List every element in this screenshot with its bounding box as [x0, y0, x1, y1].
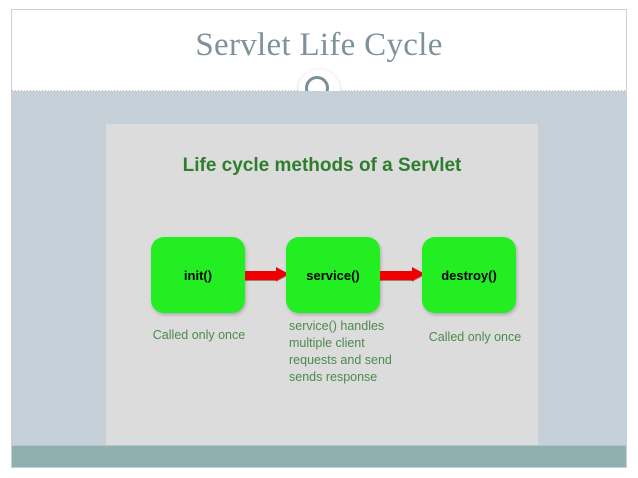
- node-destroy[interactable]: destroy(): [422, 237, 516, 313]
- node-destroy-label: destroy(): [441, 267, 497, 283]
- node-init-label: init(): [183, 267, 213, 283]
- arrow-service-to-destroy-icon: [380, 267, 425, 281]
- arrow-head: [276, 267, 289, 281]
- slide-footer-bar: [12, 445, 626, 467]
- page-title: Servlet Life Cycle: [195, 27, 443, 63]
- lifecycle-flow: init() service() destroy(): [106, 237, 538, 313]
- arrow-head: [412, 267, 425, 281]
- node-init[interactable]: init(): [151, 237, 245, 313]
- caption-init: Called only once: [152, 328, 246, 342]
- diagram-panel: Life cycle methods of a Servlet init() s…: [106, 124, 538, 449]
- diagram-heading: Life cycle methods of a Servlet: [182, 155, 462, 176]
- arrow-shaft: [245, 271, 277, 280]
- arrow-init-to-service-icon: [245, 267, 289, 281]
- caption-destroy: Called only once: [428, 330, 522, 344]
- node-service-label: service(): [306, 267, 360, 283]
- presentation-slide: Servlet Life Cycle Life cycle methods of…: [11, 9, 627, 468]
- slide-body: Life cycle methods of a Servlet init() s…: [12, 91, 626, 467]
- node-service[interactable]: service(): [286, 237, 380, 313]
- arrow-shaft: [380, 271, 413, 280]
- caption-service: service() handles multiple client reques…: [289, 319, 392, 384]
